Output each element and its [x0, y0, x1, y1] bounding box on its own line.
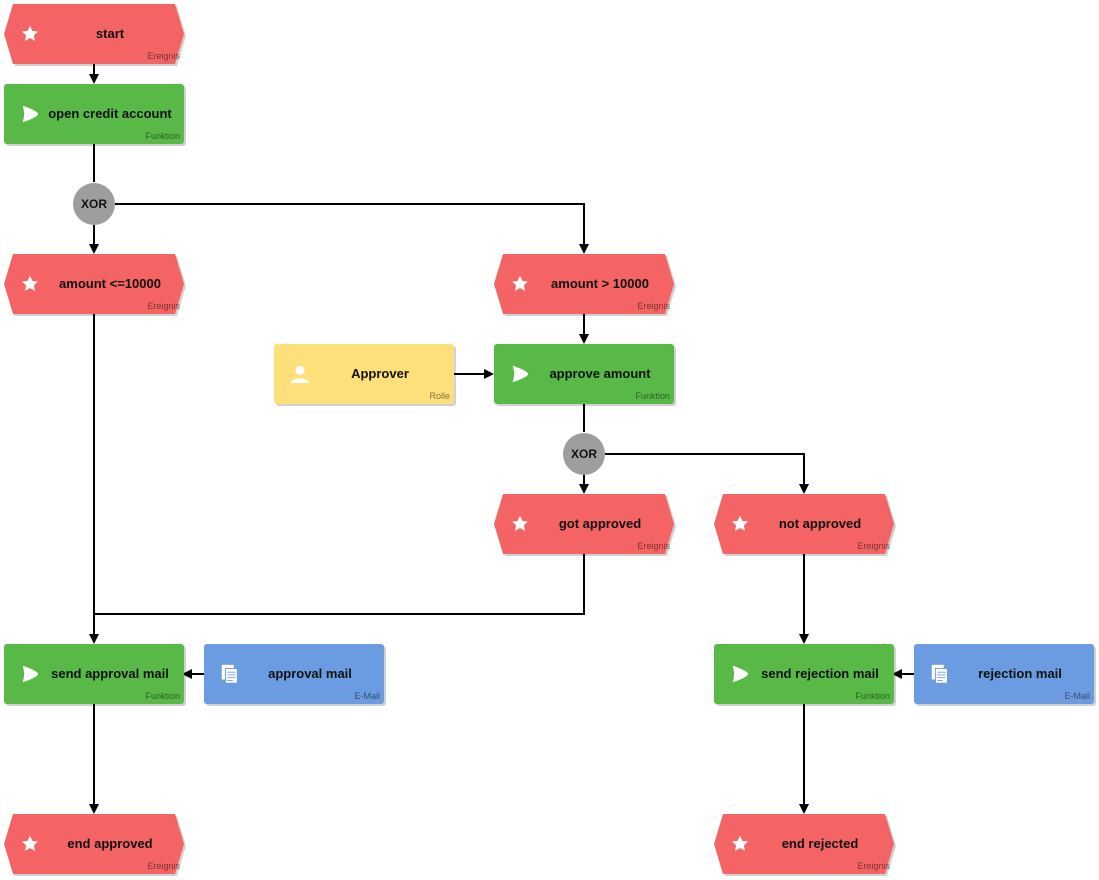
event-label: end rejected	[781, 835, 859, 851]
play-icon	[22, 665, 39, 683]
event-label: amount > 10000	[551, 275, 649, 291]
function-send-approval-mail[interactable]: send approval mail Funktion	[4, 644, 186, 706]
edge-xor1-to-amount-gt	[115, 203, 589, 254]
gateway-label: XOR	[80, 197, 107, 211]
star-icon	[22, 275, 38, 291]
mail-label: rejection mail	[978, 665, 1062, 681]
gateway-label: XOR	[570, 447, 597, 461]
event-not-approved[interactable]: not approved Ereignis	[714, 494, 896, 556]
node-type: Ereignis	[147, 861, 180, 871]
event-label: not approved	[778, 515, 862, 531]
event-amount-gt-10000[interactable]: amount > 10000 Ereignis	[494, 254, 676, 316]
node-type: Rolle	[429, 391, 450, 401]
event-label: start	[95, 25, 125, 41]
play-icon	[22, 105, 39, 123]
star-icon	[22, 835, 38, 851]
event-end-rejected[interactable]: end rejected Ereignis	[714, 814, 896, 876]
event-label: amount <=10000	[59, 275, 161, 291]
event-label: got approved	[558, 515, 642, 531]
node-type: E-Mail	[354, 691, 380, 701]
xor-gateway[interactable]: XOR	[73, 183, 115, 225]
function-approve-amount[interactable]: approve amount Funktion	[494, 344, 676, 406]
document-icon	[221, 664, 238, 684]
star-icon	[512, 275, 528, 291]
star-icon	[732, 515, 748, 531]
function-open-credit-account[interactable]: open credit account Funktion	[4, 84, 186, 146]
event-start[interactable]: start Ereignis	[4, 4, 186, 66]
star-icon	[512, 515, 528, 531]
role-approver[interactable]: Approver Rolle	[274, 344, 456, 406]
mail-approval-mail[interactable]: approval mail E-Mail	[204, 644, 386, 706]
node-type: Funktion	[635, 391, 670, 401]
document-icon	[931, 664, 948, 684]
event-got-approved[interactable]: got approved Ereignis	[494, 494, 676, 556]
function-label: send approval mail	[51, 665, 169, 681]
event-label: end approved	[67, 835, 153, 851]
event-end-approved[interactable]: end approved Ereignis	[4, 814, 186, 876]
play-icon	[732, 665, 749, 683]
node-type: Ereignis	[857, 541, 890, 551]
node-type: Ereignis	[857, 861, 890, 871]
node-type: Funktion	[145, 131, 180, 141]
role-label: Approver	[351, 365, 409, 381]
xor-gateway[interactable]: XOR	[563, 433, 605, 475]
node-type: Ereignis	[147, 51, 180, 61]
node-type: E-Mail	[1064, 691, 1090, 701]
node-type: Ereignis	[147, 301, 180, 311]
play-icon	[512, 365, 529, 383]
person-icon	[290, 365, 310, 384]
mail-label: approval mail	[268, 665, 352, 681]
edge-xor2-to-not-approved	[605, 453, 809, 494]
star-icon	[22, 25, 38, 41]
function-label: send rejection mail	[761, 665, 879, 681]
edge-got-approved-to-send-approval	[94, 554, 585, 615]
function-label: open credit account	[48, 105, 172, 121]
event-amount-le-10000[interactable]: amount <=10000 Ereignis	[4, 254, 186, 316]
star-icon	[732, 835, 748, 851]
function-label: approve amount	[549, 365, 651, 381]
mail-rejection-mail[interactable]: rejection mail E-Mail	[914, 644, 1096, 706]
node-type: Ereignis	[637, 541, 670, 551]
node-type: Ereignis	[637, 301, 670, 311]
function-send-rejection-mail[interactable]: send rejection mail Funktion	[714, 644, 896, 706]
node-type: Funktion	[145, 691, 180, 701]
node-type: Funktion	[855, 691, 890, 701]
